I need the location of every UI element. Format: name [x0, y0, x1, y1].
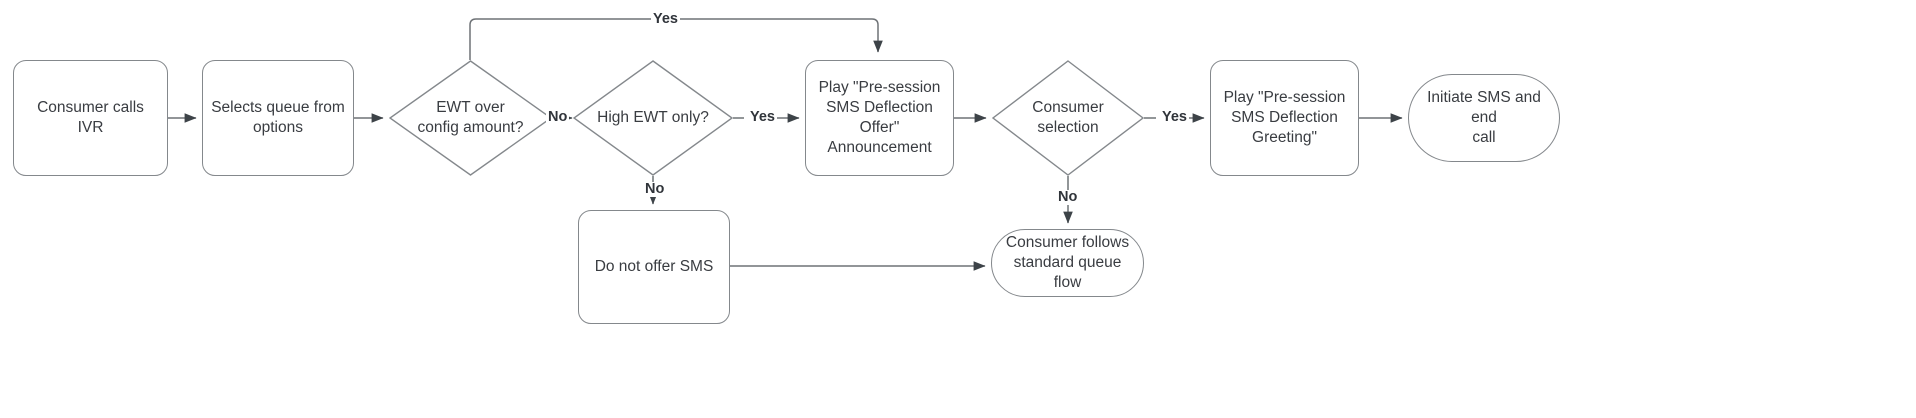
- node-label: Consumer calls IVR: [37, 99, 144, 136]
- node-label: Initiate SMS and end call: [1427, 89, 1541, 146]
- node-label: Do not offer SMS: [594, 258, 714, 276]
- diamond-shape: [573, 60, 733, 176]
- edge-label-no-ewt: No: [546, 109, 570, 125]
- node-label: Consumer follows standard queue flow: [1005, 234, 1130, 291]
- diamond-shape: [389, 60, 552, 176]
- node-high-ewt-only[interactable]: High EWT only?: [573, 60, 733, 176]
- diamond-shape: [992, 60, 1144, 176]
- edge-label-yes-consumer-selection: Yes: [1160, 109, 1189, 125]
- node-selects-queue[interactable]: Selects queue from options: [202, 60, 354, 176]
- edge-label-no-consumer-selection: No: [1056, 189, 1080, 205]
- node-label: Selects queue from options: [211, 99, 345, 136]
- node-consumer-selection[interactable]: Consumer selection: [992, 60, 1144, 176]
- edge-label-no-high-ewt: No: [643, 181, 667, 197]
- node-label: Play "Pre-session SMS Deflection Offer" …: [818, 79, 941, 156]
- node-play-offer-announcement[interactable]: Play "Pre-session SMS Deflection Offer" …: [805, 60, 954, 176]
- edge-label-yes-loop: Yes: [651, 11, 680, 27]
- node-consumer-follows-queue[interactable]: Consumer follows standard queue flow: [991, 229, 1144, 297]
- node-do-not-offer-sms[interactable]: Do not offer SMS: [578, 210, 730, 324]
- node-label: EWT over config amount?: [417, 99, 524, 136]
- node-play-greeting[interactable]: Play "Pre-session SMS Deflection Greetin…: [1210, 60, 1359, 176]
- node-label: High EWT only?: [597, 109, 709, 127]
- node-consumer-calls-ivr[interactable]: Consumer calls IVR: [13, 60, 168, 176]
- edge-label-yes-high-ewt: Yes: [748, 109, 777, 125]
- node-label: Consumer selection: [1032, 99, 1104, 136]
- node-ewt-over-config[interactable]: EWT over config amount?: [389, 60, 552, 176]
- node-label: Play "Pre-session SMS Deflection Greetin…: [1223, 89, 1346, 146]
- node-initiate-sms-end-call[interactable]: Initiate SMS and end call: [1408, 74, 1560, 162]
